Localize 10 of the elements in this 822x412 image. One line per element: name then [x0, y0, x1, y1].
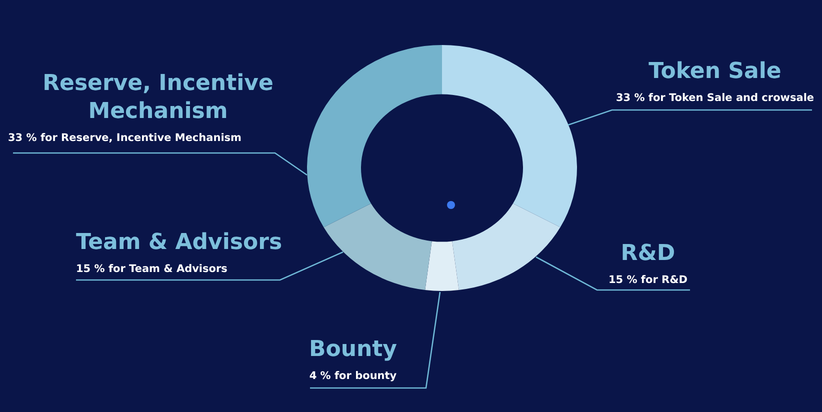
annotation-text: 15 % for Team & Advisors [76, 263, 228, 275]
category-label: Reserve, Incentive Mechanism [42, 70, 274, 126]
annotation-text: 33 % for Token Sale and crowsale [614, 92, 816, 104]
category-label: R&D [620, 240, 676, 268]
annotation-text: 33 % for Reserve, Incentive Mechanism [8, 132, 242, 144]
category-label: Team & Advisors [76, 229, 284, 257]
category-label: Token Sale [648, 58, 782, 86]
annotation-text: 4 % for bounty [308, 370, 398, 382]
category-label: Bounty [308, 336, 398, 364]
annotation-text: 15 % for R&D [607, 274, 689, 286]
